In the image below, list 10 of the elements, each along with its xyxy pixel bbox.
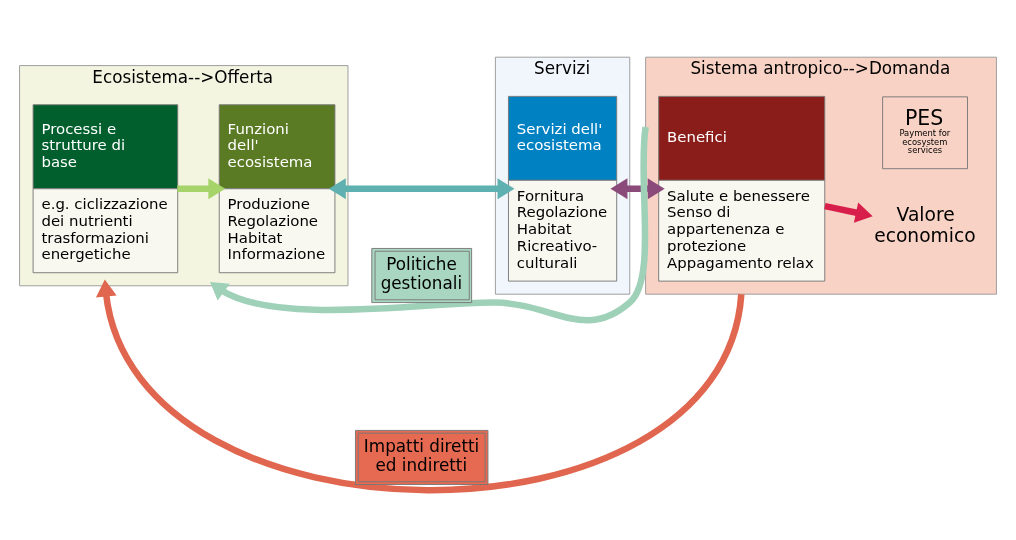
arrow bbox=[610, 178, 665, 200]
node-text: Valore economico bbox=[874, 204, 976, 246]
node-box: PES Payment for ecosystem services bbox=[882, 96, 968, 170]
arrow bbox=[177, 178, 226, 200]
arrow bbox=[328, 178, 515, 200]
arrow bbox=[210, 126, 649, 324]
edge-label: Impatti diretti ed indiretti bbox=[363, 436, 480, 475]
edge-label: Politiche gestionali bbox=[380, 254, 463, 293]
arrow bbox=[95, 279, 745, 494]
arrow bbox=[824, 202, 873, 223]
